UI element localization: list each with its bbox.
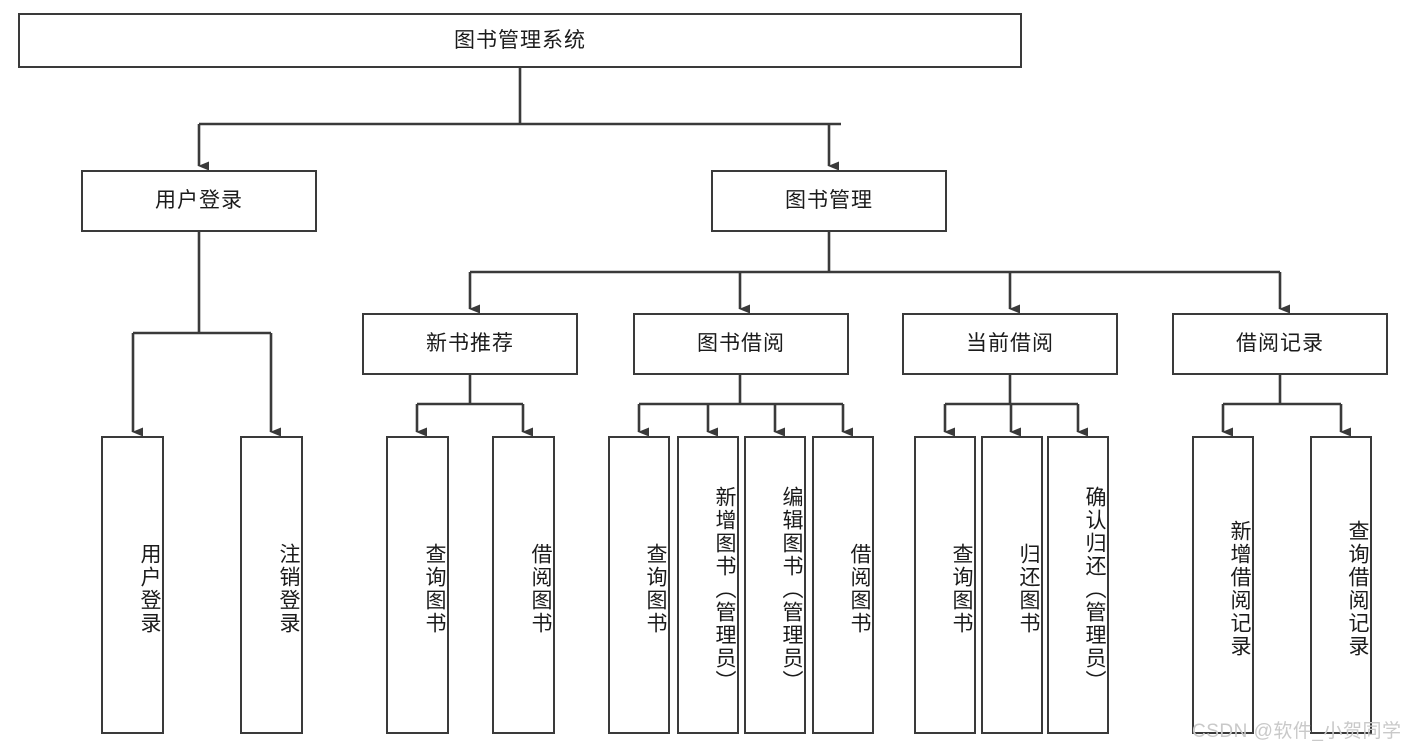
node-current-borrow[interactable]: 当前借阅 bbox=[902, 313, 1118, 375]
node-label: 查询图书 bbox=[950, 543, 973, 635]
node-label: 注销登录 bbox=[277, 543, 300, 635]
leaf-query-borrow-record[interactable]: 查询借阅记录 bbox=[1310, 436, 1372, 734]
node-label: 新增借阅记录 bbox=[1228, 520, 1251, 658]
leaf-add-book-admin[interactable]: 新增图书（管理员） bbox=[677, 436, 739, 734]
csdn-watermark: CSDN @软件_小贺同学 bbox=[1192, 721, 1402, 742]
leaf-add-borrow-record[interactable]: 新增借阅记录 bbox=[1192, 436, 1254, 734]
leaf-query-book-current[interactable]: 查询图书 bbox=[914, 436, 976, 734]
node-new-book-recommend[interactable]: 新书推荐 bbox=[362, 313, 578, 375]
leaf-borrow-book[interactable]: 借阅图书 bbox=[812, 436, 874, 734]
node-root-system[interactable]: 图书管理系统 bbox=[18, 13, 1022, 68]
leaf-return-book[interactable]: 归还图书 bbox=[981, 436, 1043, 734]
node-label: 归还图书 bbox=[1017, 543, 1040, 635]
node-label: 图书借阅 bbox=[697, 332, 785, 356]
node-label: 用户登录 bbox=[155, 189, 243, 213]
node-user-login[interactable]: 用户登录 bbox=[81, 170, 317, 232]
node-label: 编辑图书（管理员） bbox=[780, 485, 803, 693]
node-label: 新增图书（管理员） bbox=[713, 485, 736, 693]
node-label: 查询图书 bbox=[423, 543, 446, 635]
node-label: 借阅图书 bbox=[529, 543, 552, 635]
leaf-query-book-borrow[interactable]: 查询图书 bbox=[608, 436, 670, 734]
node-label: 当前借阅 bbox=[966, 332, 1054, 356]
node-book-management[interactable]: 图书管理 bbox=[711, 170, 947, 232]
leaf-user-login[interactable]: 用户登录 bbox=[101, 436, 164, 734]
leaf-query-book-recommend[interactable]: 查询图书 bbox=[386, 436, 449, 734]
node-label: 借阅记录 bbox=[1236, 332, 1324, 356]
leaf-borrow-book-recommend[interactable]: 借阅图书 bbox=[492, 436, 555, 734]
node-book-borrow[interactable]: 图书借阅 bbox=[633, 313, 849, 375]
leaf-confirm-return-admin[interactable]: 确认归还（管理员） bbox=[1047, 436, 1109, 734]
node-label: 确认归还（管理员） bbox=[1083, 485, 1106, 693]
node-label: 查询借阅记录 bbox=[1346, 520, 1369, 658]
node-label: 新书推荐 bbox=[426, 332, 514, 356]
node-label: 用户登录 bbox=[138, 543, 161, 635]
node-borrow-record[interactable]: 借阅记录 bbox=[1172, 313, 1388, 375]
leaf-edit-book-admin[interactable]: 编辑图书（管理员） bbox=[744, 436, 806, 734]
node-label: 图书管理系统 bbox=[454, 28, 586, 52]
leaf-user-logout[interactable]: 注销登录 bbox=[240, 436, 303, 734]
node-label: 借阅图书 bbox=[848, 543, 871, 635]
node-label: 图书管理 bbox=[785, 189, 873, 213]
node-label: 查询图书 bbox=[644, 543, 667, 635]
